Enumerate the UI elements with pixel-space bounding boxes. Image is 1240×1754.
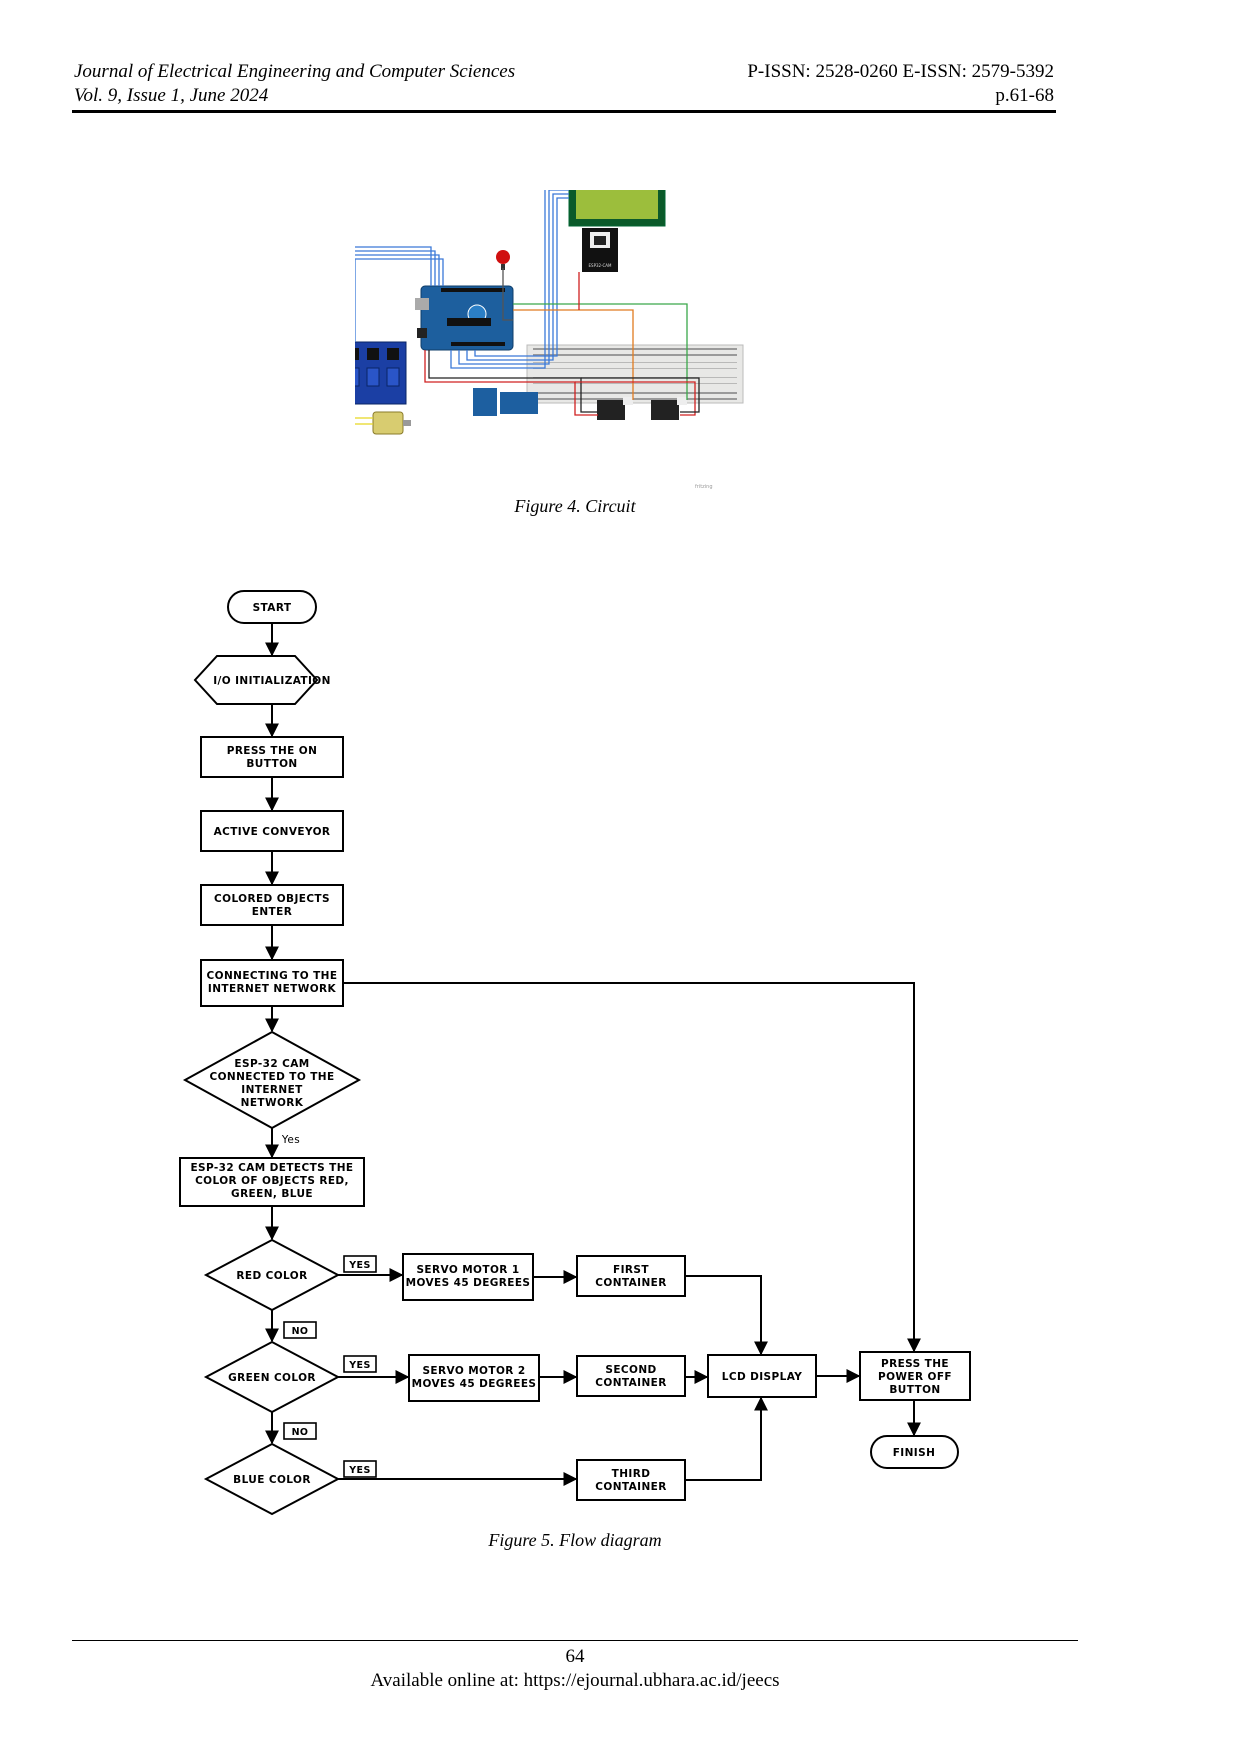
io-init-label: I/O INITIALIZATION — [213, 675, 331, 687]
press-on-label-1: PRESS THE ON — [227, 745, 318, 757]
figure4-caption: Figure 4. Circuit — [514, 496, 636, 516]
header-rule — [72, 110, 1056, 113]
esp-connected-label-2: CONNECTED TO THE — [209, 1071, 334, 1083]
module-a — [473, 388, 497, 416]
first-container-box — [576, 1255, 686, 1297]
journal-issn: P-ISSN: 2528-0260 E-ISSN: 2579-5392 — [747, 61, 1054, 82]
servo-2 — [651, 400, 679, 420]
colored-label-2: ENTER — [252, 906, 292, 918]
third-container-label-2: CONTAINER — [595, 1481, 666, 1493]
journal-pages: p.61-68 — [995, 85, 1054, 106]
no-label-green: NO — [292, 1427, 309, 1438]
power-off-label-1: PRESS THE — [881, 1358, 949, 1370]
esp-connected-label-3: INTERNET — [241, 1084, 303, 1096]
connecting-label-2: INTERNET NETWORK — [208, 983, 337, 995]
power-off-label-2: POWER OFF — [878, 1371, 952, 1383]
second-container-box — [576, 1355, 686, 1397]
start-label: START — [253, 602, 292, 614]
detect-label-3: GREEN, BLUE — [231, 1188, 313, 1200]
servo2-label-1: SERVO MOTOR 2 — [422, 1365, 525, 1377]
colored-label-1: COLORED OBJECTS — [214, 893, 330, 905]
yes-label-blue: YES — [348, 1465, 370, 1476]
push-button — [496, 250, 510, 264]
yes-badge-green — [343, 1355, 377, 1373]
finish-label: FINISH — [893, 1447, 936, 1459]
journal-title: Journal of Electrical Engineering and Co… — [74, 61, 516, 82]
servo-1 — [597, 400, 625, 420]
module-b — [500, 392, 538, 414]
servo1-label-1: SERVO MOTOR 1 — [416, 1264, 519, 1276]
servo2-box — [408, 1354, 540, 1402]
detect-label-1: ESP-32 CAM DETECTS THE — [190, 1162, 353, 1174]
first-container-label-2: CONTAINER — [595, 1277, 666, 1289]
esp32-cam-label: ESP32-CAM — [589, 263, 613, 268]
page-number: 64 — [565, 1646, 585, 1667]
first-container-label-1: FIRST — [613, 1264, 649, 1276]
fritzing-watermark: fritzing — [695, 484, 713, 490]
available-online: Available online at: https://ejournal.ub… — [370, 1670, 780, 1691]
detect-label-2: COLOR OF OBJECTS RED, — [195, 1175, 349, 1187]
blue-label: BLUE COLOR — [233, 1474, 311, 1486]
blue-decision — [203, 1442, 341, 1516]
no-badge-red — [283, 1321, 317, 1339]
esp-connected-label-1: ESP-32 CAM — [234, 1058, 309, 1070]
press-on-label-2: BUTTON — [246, 758, 297, 770]
yes-label-red: YES — [348, 1260, 370, 1271]
figure5-caption: Figure 5. Flow diagram — [488, 1530, 662, 1550]
flow-arrows — [265, 623, 921, 1486]
yes-badge-red — [343, 1255, 377, 1273]
green-label: GREEN COLOR — [228, 1372, 316, 1384]
servo1-label-2: MOVES 45 DEGREES — [406, 1277, 531, 1289]
colored-objects-box — [200, 884, 344, 926]
no-badge-green — [283, 1422, 317, 1440]
red-label: RED COLOR — [236, 1270, 307, 1282]
detect-box — [179, 1157, 365, 1207]
connecting-label-1: CONNECTING TO THE — [207, 970, 338, 982]
power-off-label-3: BUTTON — [889, 1384, 940, 1396]
esp-yes-label: Yes — [281, 1134, 300, 1146]
servo2-label-2: MOVES 45 DEGREES — [412, 1378, 537, 1390]
second-container-label-1: SECOND — [605, 1364, 656, 1376]
footer-rule — [72, 1640, 1078, 1641]
io-init-shape — [193, 655, 319, 705]
yes-badge-blue — [343, 1460, 377, 1478]
third-container-label-1: THIRD — [612, 1468, 651, 1480]
servo1-box — [402, 1253, 534, 1301]
journal-volume: Vol. 9, Issue 1, June 2024 — [74, 85, 269, 106]
yes-label-green: YES — [348, 1360, 370, 1371]
press-on-box — [200, 736, 344, 778]
esp-connected-label-4: NETWORK — [241, 1097, 304, 1109]
conveyor-label: ACTIVE CONVEYOR — [214, 826, 331, 838]
connecting-box — [200, 959, 344, 1007]
no-label-red: NO — [292, 1326, 309, 1337]
second-container-label-2: CONTAINER — [595, 1377, 666, 1389]
third-container-box — [576, 1459, 686, 1501]
lcd-display-label: LCD DISPLAY — [722, 1371, 802, 1383]
circuit-figure: ESP32-CAM fritzing — [355, 190, 744, 490]
